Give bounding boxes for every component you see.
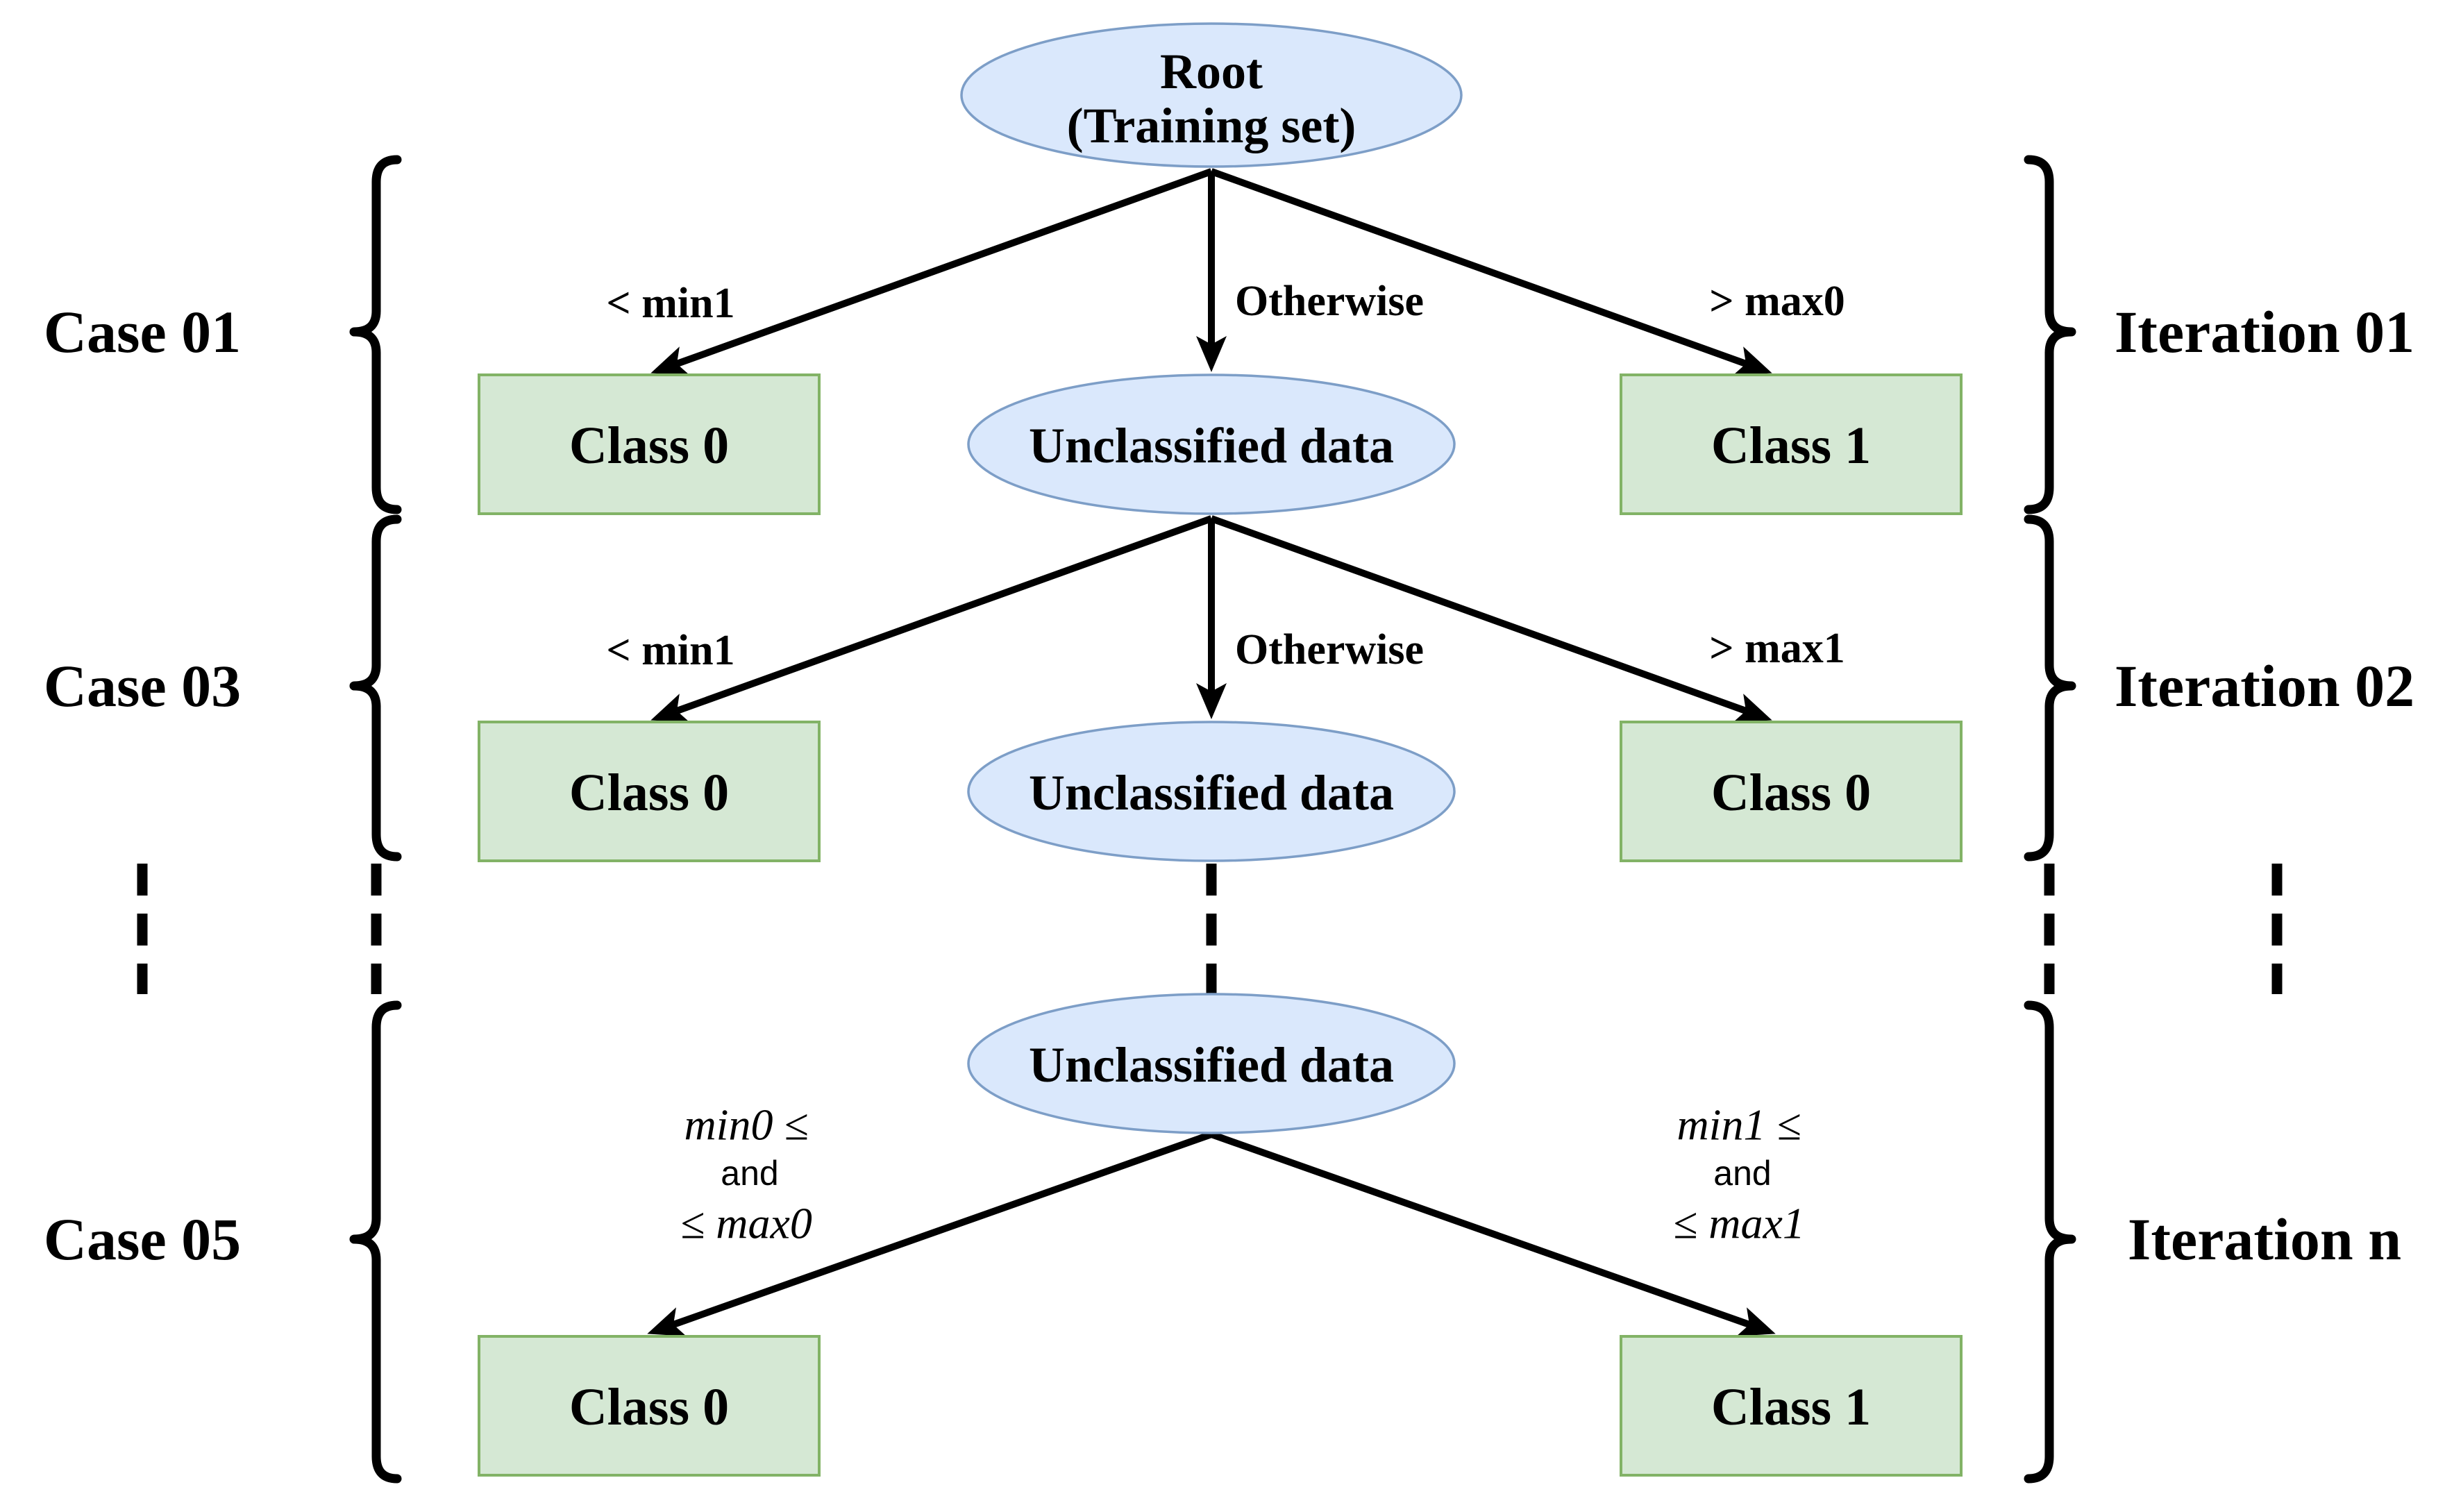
class0-label-row1: Class 0 (569, 417, 729, 475)
edge-label-min1-row1: < min1 (606, 280, 734, 327)
class0-label-row2: Class 0 (569, 764, 729, 822)
root-node-label-line2: (Training set) (1067, 98, 1356, 153)
class0-label-row3: Class 0 (569, 1378, 729, 1436)
edge-label-min1-range-line2: and (1713, 1154, 1771, 1193)
iteration-01-label: Iteration 01 (2115, 299, 2414, 365)
iteration-02-label: Iteration 02 (2115, 653, 2414, 719)
edge-label-max1-row2: > max1 (1709, 625, 1845, 672)
edge-unclassifiedN-to-class0-row3 (647, 1131, 1213, 1336)
edge-label-min0-range-line2: and (721, 1154, 778, 1193)
side-labels: Case 01 Case 03 Case 05 Iteration 01 Ite… (44, 299, 2414, 1272)
class0-box-row3 (478, 1335, 821, 1477)
edge-label-otherwise-row2: Otherwise (1235, 626, 1424, 673)
case-03-brace (349, 514, 402, 862)
iteration-n-label: Iteration n (2128, 1206, 2401, 1272)
class1-label-row1: Class 1 (1711, 417, 1871, 475)
continuation-dashes (137, 864, 2283, 994)
node-labels: Root (Training set) Class 0 Unclassified… (569, 44, 1871, 1436)
iteration-01-brace (2024, 155, 2076, 514)
iteration-n-brace (2024, 1000, 2076, 1484)
edge-root-to-class0-row1 (650, 168, 1213, 376)
nodes (478, 22, 1963, 1477)
iteration-02-brace (2024, 514, 2076, 862)
case-01-brace (349, 155, 402, 514)
case-05-brace (349, 1000, 402, 1484)
edge-label-min1-range-line1: min1 ≤ (1677, 1100, 1801, 1150)
edges-iteration-01 (650, 168, 1772, 376)
class1-label-row3: Class 1 (1711, 1378, 1871, 1436)
edge-root-to-class1-row1 (1210, 168, 1772, 376)
edge-unclassified1-to-class0b-row2 (1210, 515, 1772, 723)
edge-unclassifiedN-to-class1-row3 (1210, 1131, 1776, 1336)
edge-label-min0-range-line1: min0 ≤ (684, 1100, 808, 1150)
case-03-label: Case 03 (44, 653, 241, 719)
class1-box-row3 (1620, 1335, 1963, 1477)
unclassified-node-row1 (967, 373, 1456, 515)
class1-box-row1 (1620, 373, 1963, 515)
edges-iteration-02 (650, 515, 1772, 723)
unclassified-label-row3: Unclassified data (1029, 1037, 1394, 1093)
edges-iteration-n (647, 1131, 1776, 1336)
edge-label-max0-row1: > max0 (1709, 278, 1845, 325)
edge-unclassified1-to-class0-row2 (650, 515, 1213, 723)
case-05-label: Case 05 (44, 1206, 241, 1272)
unclassified-node-row2 (967, 721, 1456, 862)
unclassified-node-row3 (967, 993, 1456, 1134)
edge-label-min1-range-line3: ≤ max1 (1673, 1199, 1805, 1248)
root-node-label-line1: Root (1160, 44, 1263, 99)
edge-labels: < min1 Otherwise > max0 < min1 Otherwise… (606, 278, 1845, 1248)
case-01-label: Case 01 (44, 299, 241, 365)
braces (349, 155, 2076, 1484)
root-node (960, 22, 1463, 168)
edge-label-min1-row2: < min1 (606, 627, 734, 674)
class0-box-row1 (478, 373, 821, 515)
class0-box-row2-right (1620, 721, 1963, 862)
edge-label-min0-range-line3: ≤ max0 (680, 1199, 812, 1248)
class0-label-row2-right: Class 0 (1711, 764, 1871, 822)
edge-label-otherwise-row1: Otherwise (1235, 278, 1424, 325)
unclassified-label-row2: Unclassified data (1029, 765, 1394, 821)
unclassified-label-row1: Unclassified data (1029, 418, 1394, 473)
class0-box-row2 (478, 721, 821, 862)
